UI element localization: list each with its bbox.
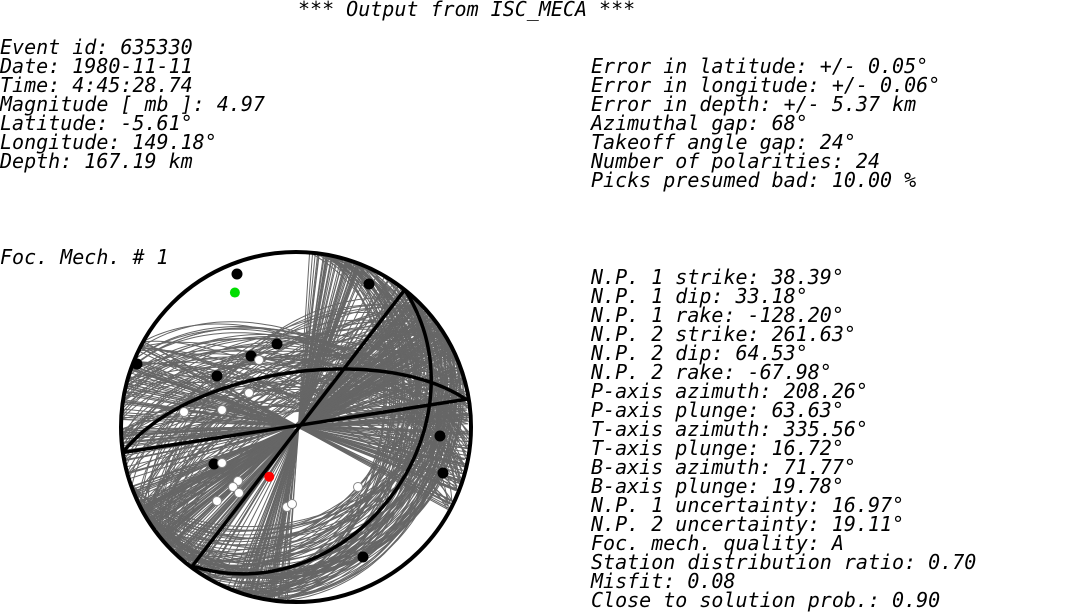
mechanism-param-line: T-axis azimuth: 335.56° bbox=[591, 417, 868, 441]
error-stat-line: Error in longitude: +/- 0.06° bbox=[591, 73, 941, 97]
error-stat-line: Takeoff angle gap: 24° bbox=[591, 130, 856, 154]
focal-mechanism-label: Foc. Mech. # 1 bbox=[0, 245, 169, 269]
dilatation-polarity-marker bbox=[287, 499, 297, 509]
mechanism-param-line: N.P. 1 dip: 33.18° bbox=[591, 284, 808, 308]
dilatation-polarity-marker bbox=[234, 488, 244, 498]
mechanism-param-line: N.P. 1 strike: 38.39° bbox=[591, 265, 844, 289]
error-stat-line: Error in depth: +/- 5.37 km bbox=[591, 92, 917, 116]
mechanism-param-line: Station distribution ratio: 0.70 bbox=[591, 550, 977, 574]
mechanism-param-line: Close to solution prob.: 0.90 bbox=[591, 588, 941, 612]
mechanism-param-line: N.P. 2 dip: 64.53° bbox=[591, 341, 808, 365]
dilatation-polarity-marker bbox=[244, 388, 254, 398]
error-stats-list: Error in latitude: +/- 0.05°Error in lon… bbox=[591, 54, 941, 192]
error-stat-line: Number of polarities: 24 bbox=[591, 149, 880, 173]
focal-mechanism-params: N.P. 1 strike: 38.39°N.P. 1 dip: 33.18°N… bbox=[591, 265, 977, 612]
dilatation-polarity-marker bbox=[254, 355, 264, 365]
compression-polarity-marker bbox=[437, 467, 449, 479]
dilatation-polarity-marker bbox=[353, 482, 363, 492]
compression-polarity-marker bbox=[231, 268, 243, 280]
mechanism-param-line: Misfit: 0.08 bbox=[591, 569, 736, 593]
mechanism-param-line: N.P. 2 uncertainty: 19.11° bbox=[591, 512, 905, 536]
event-info-line: Depth: 167.19 km bbox=[0, 149, 193, 173]
compression-polarity-marker bbox=[363, 278, 375, 290]
event-info-line: Longitude: 149.18° bbox=[0, 130, 217, 154]
dilatation-polarity-marker bbox=[212, 496, 222, 506]
event-info-line: Magnitude [ mb ]: 4.97 bbox=[0, 92, 265, 116]
compression-polarity-marker bbox=[131, 358, 143, 370]
error-stat-line: Error in latitude: +/- 0.05° bbox=[591, 54, 929, 78]
page-title: *** Output from ISC_MECA *** bbox=[298, 0, 636, 21]
dilatation-polarity-marker bbox=[217, 458, 227, 468]
mechanism-param-line: N.P. 1 rake: -128.20° bbox=[591, 303, 844, 327]
event-info-line: Event id: 635330 bbox=[0, 35, 193, 59]
polarity-markers bbox=[131, 268, 449, 563]
stereonet-outline bbox=[119, 250, 473, 604]
mechanism-param-line: N.P. 2 rake: -67.98° bbox=[591, 360, 832, 384]
mechanism-param-line: Foc. mech. quality: A bbox=[591, 531, 844, 555]
dilatation-polarity-marker bbox=[228, 482, 238, 492]
mechanism-param-line: T-axis plunge: 16.72° bbox=[591, 436, 844, 460]
event-info-line: Time: 4:45:28.74 bbox=[0, 73, 193, 97]
compression-polarity-marker bbox=[271, 338, 283, 350]
mechanism-param-line: N.P. 1 uncertainty: 16.97° bbox=[591, 493, 905, 517]
dilatation-polarity-marker bbox=[217, 405, 227, 415]
error-stat-line: Azimuthal gap: 68° bbox=[591, 111, 808, 135]
event-info-line: Date: 1980-11-11 bbox=[0, 54, 193, 78]
p-axis-marker bbox=[264, 471, 275, 482]
dilatation-polarity-marker bbox=[179, 407, 189, 417]
t-axis-marker bbox=[229, 287, 240, 298]
compression-polarity-marker bbox=[434, 430, 446, 442]
error-stat-line: Picks presumed bad: 10.00 % bbox=[591, 168, 917, 192]
mechanism-param-line: B-axis plunge: 19.78° bbox=[591, 474, 844, 498]
mechanism-param-line: P-axis plunge: 63.63° bbox=[591, 398, 844, 422]
mechanism-param-line: P-axis azimuth: 208.26° bbox=[591, 379, 868, 403]
mechanism-param-line: N.P. 2 strike: 261.63° bbox=[591, 322, 856, 346]
compression-polarity-marker bbox=[211, 370, 223, 382]
event-info-line: Latitude: -5.61° bbox=[0, 111, 193, 135]
mechanism-param-line: B-axis azimuth: 71.77° bbox=[591, 455, 856, 479]
compression-polarity-marker bbox=[357, 551, 369, 563]
